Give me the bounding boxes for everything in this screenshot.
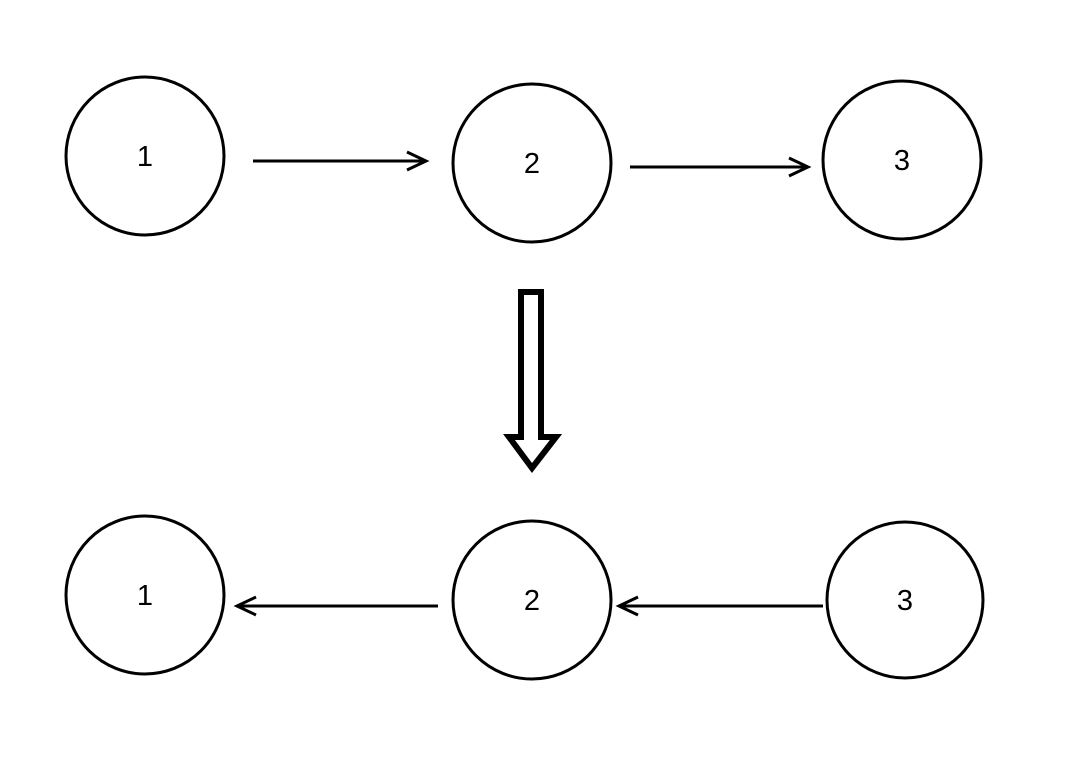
node-label: 3 — [897, 585, 913, 617]
node-top-3[interactable]: 3 — [821, 79, 983, 241]
node-bottom-1[interactable]: 1 — [64, 514, 226, 676]
node-circle[interactable] — [821, 79, 983, 241]
node-bottom-3[interactable]: 3 — [825, 520, 985, 680]
arrowhead-left-icon — [615, 595, 639, 617]
node-circle[interactable] — [64, 514, 226, 676]
arrowhead-right-icon — [406, 150, 430, 172]
transform-arrow — [503, 289, 563, 473]
node-bottom-2[interactable]: 2 — [451, 519, 613, 681]
arrowhead-left-icon — [233, 595, 257, 617]
node-top-2[interactable]: 2 — [451, 82, 613, 244]
node-circle[interactable] — [451, 519, 613, 681]
edge-bottom-3-to-2 — [615, 595, 823, 617]
node-top-1[interactable]: 1 — [64, 75, 226, 237]
node-circle[interactable] — [825, 520, 985, 680]
block-arrow-down-icon — [503, 289, 563, 473]
bottom-row-after: 1 2 3 — [64, 514, 985, 681]
edge-top-2-to-3 — [630, 156, 812, 178]
node-label: 2 — [524, 585, 540, 617]
node-label: 1 — [137, 580, 153, 612]
top-row-before: 1 2 3 — [64, 75, 983, 244]
node-label: 1 — [137, 141, 153, 173]
node-label: 2 — [524, 148, 540, 180]
node-label: 3 — [894, 145, 910, 177]
node-circle[interactable] — [64, 75, 226, 237]
edge-top-1-to-2 — [253, 150, 430, 172]
node-circle[interactable] — [451, 82, 613, 244]
arrowhead-right-icon — [788, 156, 812, 178]
edge-bottom-2-to-1 — [233, 595, 438, 617]
